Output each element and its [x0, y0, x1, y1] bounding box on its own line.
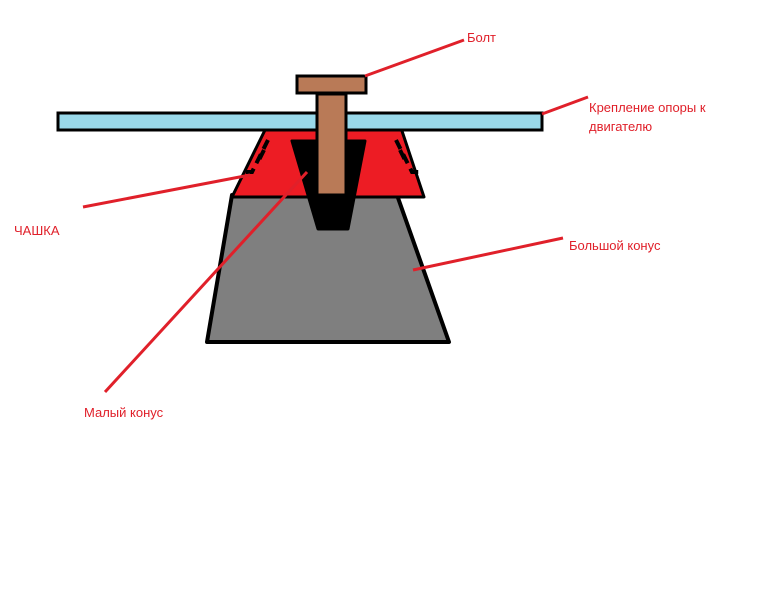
bolt-leader-line [364, 38, 465, 78]
mount-leader-line [541, 95, 589, 116]
cup-leader-line [82, 173, 251, 209]
big-cone-leader-line [412, 236, 564, 272]
big-cone-label: Большой конус [569, 238, 661, 253]
mount-plate-shape [56, 111, 544, 132]
small-cone-label: Малый конус [84, 405, 164, 420]
mount-label-line2: двигателю [589, 119, 653, 134]
bolt-head-shape [295, 74, 368, 95]
bolt-shaft-shape [315, 92, 348, 197]
cup-inner-dashes [244, 139, 420, 174]
bolt-label: Болт [467, 30, 497, 45]
cup-label: ЧАШКА [14, 223, 60, 238]
small-cone-leader-line [103, 170, 309, 394]
mount-label-line1: Крепление опоры к [589, 100, 706, 115]
